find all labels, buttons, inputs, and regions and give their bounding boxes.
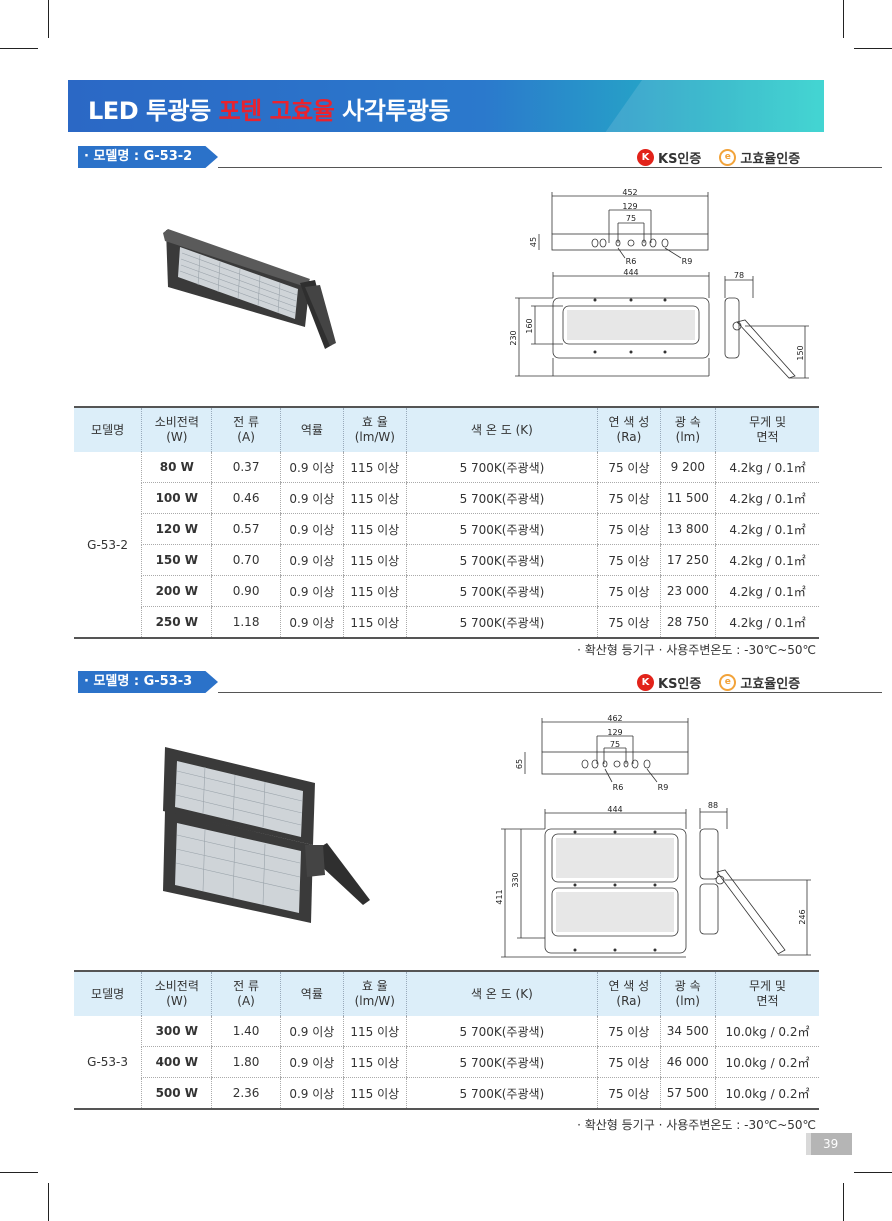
th-power: 소비전력(W) xyxy=(141,407,212,452)
th-model: 모델명 xyxy=(74,971,142,1016)
crop-mark xyxy=(854,48,892,49)
th-efficiency: 효 율(lm/W) xyxy=(342,971,407,1016)
svg-text:230: 230 xyxy=(509,330,518,345)
svg-text:R6: R6 xyxy=(626,257,637,266)
page-banner: LED 투광등 포텐 고효율 사각투광등 xyxy=(68,80,824,132)
crop-mark xyxy=(0,1172,38,1173)
svg-text:R6: R6 xyxy=(613,783,624,792)
cert-badges: K KS인증 e 고효율인증 xyxy=(637,673,800,692)
th-efficiency: 효 율(lm/W) xyxy=(343,407,407,452)
page-number: 39 xyxy=(806,1133,852,1155)
th-model: 모델명 xyxy=(74,407,142,452)
crop-mark xyxy=(0,48,38,49)
svg-text:129: 129 xyxy=(607,728,622,737)
th-ra: 연 색 성(Ra) xyxy=(597,407,661,452)
svg-text:411: 411 xyxy=(495,889,504,904)
ks-mark-icon: K xyxy=(637,149,654,166)
th-current: 전 류(A) xyxy=(211,407,281,452)
svg-text:88: 88 xyxy=(708,801,718,810)
svg-text:65: 65 xyxy=(515,759,524,769)
svg-text:78: 78 xyxy=(734,271,744,280)
svg-text:452: 452 xyxy=(622,188,637,197)
th-ra: 연 색 성(Ra) xyxy=(597,971,660,1016)
model-label: · 모델명 : G-53-2 xyxy=(78,146,218,168)
th-pf: 역률 xyxy=(279,971,344,1016)
svg-text:129: 129 xyxy=(622,202,637,211)
svg-text:R9: R9 xyxy=(658,783,669,792)
svg-text:444: 444 xyxy=(607,805,622,814)
th-power: 소비전력(W) xyxy=(141,971,212,1016)
th-current: 전 류(A) xyxy=(211,971,281,1016)
svg-text:150: 150 xyxy=(796,345,805,360)
page-title: LED 투광등 포텐 고효율 사각투광등 xyxy=(88,97,451,125)
th-pf: 역률 xyxy=(279,407,344,452)
svg-text:R9: R9 xyxy=(682,257,693,266)
svg-text:160: 160 xyxy=(525,318,534,333)
svg-text:75: 75 xyxy=(610,740,620,749)
svg-text:462: 462 xyxy=(607,714,622,723)
crop-mark xyxy=(48,1183,49,1221)
spec-table-g53-3: 모델명 소비전력(W) 전 류(A) 역률 효 율(lm/W) 색 온 도 (K… xyxy=(74,970,819,1110)
model-cell: G-53-2 xyxy=(74,452,142,639)
spec-table-g53-2: 모델명 소비전력(W) 전 류(A) 역률 효 율(lm/W) 색 온 도 (K… xyxy=(74,406,819,639)
eff-cert-label: 고효율인증 xyxy=(740,152,801,167)
th-cct: 색 온 도 (K) xyxy=(405,971,598,1016)
efficiency-mark-icon: e xyxy=(719,149,737,166)
svg-text:330: 330 xyxy=(511,872,520,887)
crop-mark xyxy=(854,1172,892,1173)
efficiency-mark-icon: e xyxy=(719,674,737,691)
crop-mark xyxy=(843,0,844,38)
dimension-drawing-g53-3: 462 129 75 65 R6 R9 444 88 411 330 246 xyxy=(495,714,811,958)
cert-badges: K KS인증 e 고효율인증 xyxy=(637,148,800,167)
footnote: · 확산형 등기구 · 사용주변온도 : -30℃~50℃ xyxy=(577,643,816,657)
model-label: · 모델명 : G-53-3 xyxy=(78,671,218,693)
product-photo-g53-2 xyxy=(163,229,336,349)
dimension-drawing-g53-2: 452 129 75 45 R6 R9 444 78 230 160 150 xyxy=(509,188,809,379)
ks-mark-icon: K xyxy=(637,674,654,691)
footnote: · 확산형 등기구 · 사용주변온도 : -30℃~50℃ xyxy=(577,1118,816,1132)
ks-cert-label: KS인증 xyxy=(658,677,702,692)
product-photo-g53-3 xyxy=(163,747,370,923)
svg-text:444: 444 xyxy=(623,268,638,277)
svg-text:45: 45 xyxy=(529,237,538,247)
crop-mark xyxy=(48,0,49,38)
svg-text:246: 246 xyxy=(798,909,807,924)
th-cct: 색 온 도 (K) xyxy=(405,407,598,452)
th-lumen: 광 속(lm) xyxy=(659,407,716,452)
svg-text:75: 75 xyxy=(626,214,636,223)
crop-mark xyxy=(843,1183,844,1221)
eff-cert-label: 고효율인증 xyxy=(740,677,801,692)
model-cell: G-53-3 xyxy=(74,1016,142,1110)
th-lumen: 광 속(lm) xyxy=(659,971,716,1016)
ks-cert-label: KS인증 xyxy=(658,152,702,167)
